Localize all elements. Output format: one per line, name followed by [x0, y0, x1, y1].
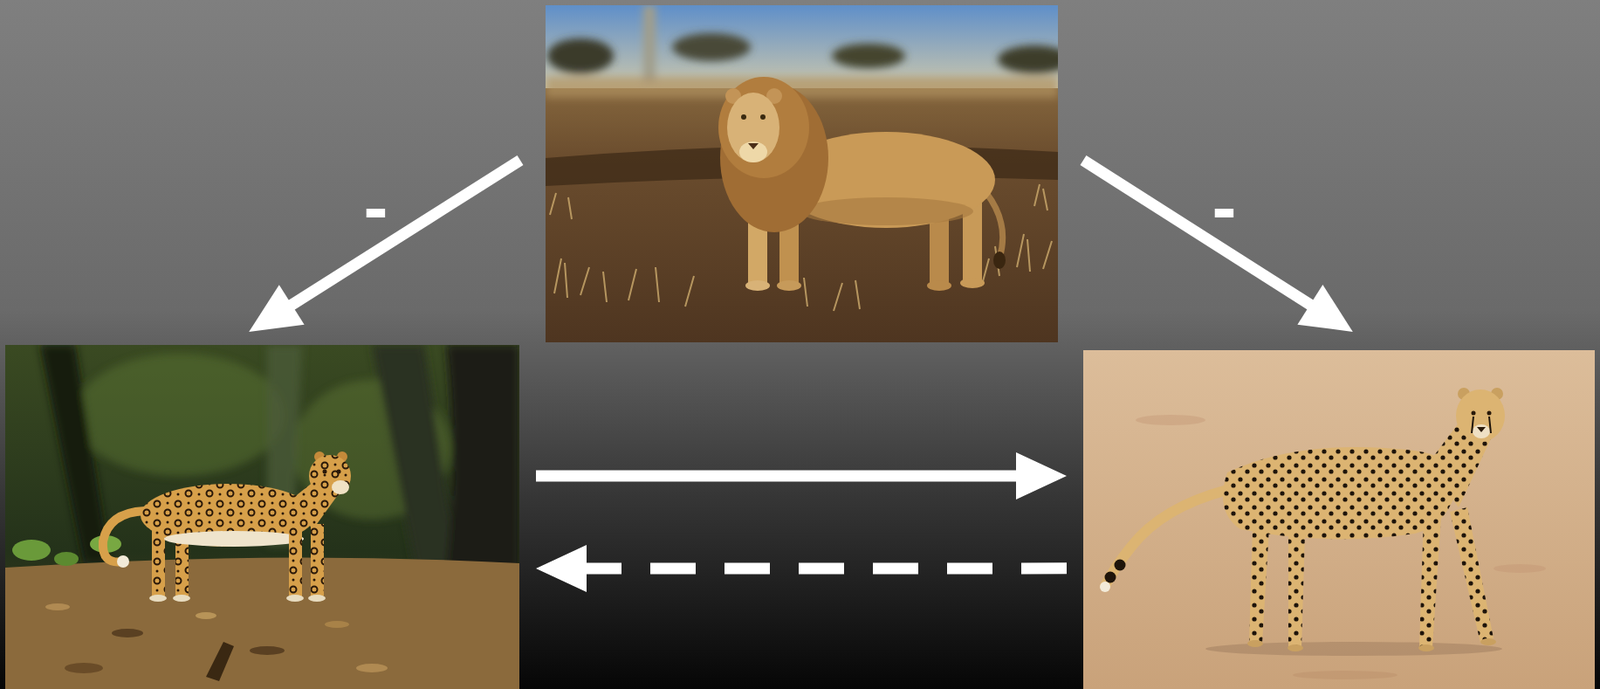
- illustration-part: [164, 530, 304, 547]
- lion-photo: [545, 5, 1058, 343]
- illustration-part: [1419, 515, 1442, 647]
- illustration-part: [760, 114, 766, 120]
- illustration-part: [748, 143, 759, 150]
- illustration-part: [54, 551, 79, 566]
- illustration-part: [739, 141, 768, 163]
- illustration-part: [672, 33, 751, 62]
- illustration-part: [324, 620, 350, 628]
- illustration-part: [727, 92, 780, 163]
- photo-frame: [5, 344, 520, 689]
- illustration-part: [64, 662, 104, 673]
- arrow-connector: [248, 160, 521, 332]
- illustration-part: [1471, 416, 1491, 433]
- arrow-line: [288, 160, 521, 308]
- illustration-part: [288, 523, 303, 598]
- illustration-part: [1493, 563, 1546, 573]
- illustration-part: [745, 280, 770, 291]
- illustration-part: [195, 611, 217, 619]
- illustration-part: [643, 5, 656, 83]
- illustration-part: [45, 603, 70, 611]
- cheetah-photo: [1083, 350, 1595, 689]
- illustration-part: [981, 233, 1052, 285]
- illustration-part: [336, 469, 342, 474]
- illustration-part: [1222, 446, 1459, 540]
- illustration-part: [1247, 639, 1264, 647]
- photo-frame: [1083, 350, 1595, 689]
- illustration-part: [986, 192, 1003, 259]
- arrow-head: [535, 544, 587, 592]
- illustration-part: [545, 5, 1058, 343]
- illustration-part: [322, 469, 328, 474]
- arrow-line: [535, 469, 1020, 481]
- illustration-part: [308, 594, 326, 602]
- illustration-part: [547, 38, 614, 74]
- arrow-head: [1016, 452, 1067, 500]
- illustration-part: [1099, 581, 1111, 592]
- illustration-part: [1449, 507, 1494, 643]
- illustration-part: [798, 197, 974, 226]
- illustration-part: [249, 645, 285, 655]
- illustration-part: [12, 539, 51, 561]
- illustration-part: [1471, 411, 1477, 416]
- illustration-part: [309, 454, 351, 497]
- leaf-litter: [45, 603, 388, 681]
- illustration-part: [40, 344, 110, 564]
- illustration-part: [1105, 571, 1117, 584]
- arrow-head: [1297, 284, 1353, 332]
- illustration-part: [310, 523, 324, 598]
- illustration-part: [776, 280, 802, 291]
- illustration-part: [371, 344, 460, 572]
- illustration-part: [116, 555, 130, 568]
- illustration-part: [831, 43, 906, 69]
- illustration-part: [356, 663, 388, 673]
- illustration-part: [286, 594, 304, 602]
- illustration-part: [545, 5, 1058, 98]
- arrow-head: [248, 284, 304, 332]
- illustration-part: [103, 510, 145, 563]
- illustration-part: [718, 76, 810, 179]
- sign-label: -: [363, 170, 389, 244]
- illustration-part: [927, 280, 952, 291]
- illustration-part: [5, 344, 520, 689]
- illustration-part: [741, 114, 747, 120]
- illustration-part: [111, 628, 144, 638]
- illustration-part: [554, 258, 637, 303]
- arrow-line: [583, 562, 1067, 574]
- illustration-part: [149, 594, 167, 602]
- illustration-part: [1292, 670, 1398, 680]
- illustration-part: [960, 277, 985, 289]
- illustration-part: [172, 594, 191, 602]
- illustration-part: [331, 480, 350, 495]
- illustration-part: [5, 557, 520, 689]
- illustration-part: [1114, 559, 1127, 571]
- leopard-photo: [5, 344, 520, 689]
- illustration-part: [1418, 644, 1435, 652]
- illustration-part: [1455, 389, 1505, 442]
- arrow-connector: [535, 452, 1067, 500]
- photo-frame: [545, 5, 1058, 343]
- illustration-part: [1472, 424, 1491, 439]
- illustration-part: [1287, 644, 1304, 652]
- illustration-part: [75, 353, 285, 476]
- illustration-part: [1083, 350, 1595, 689]
- sign-label: -: [1211, 170, 1237, 244]
- illustration-part: [1105, 489, 1228, 586]
- illustration-part: [1135, 414, 1206, 426]
- illustration-part: [1487, 411, 1492, 416]
- illustration-part: [206, 641, 234, 681]
- illustration-part: [997, 45, 1058, 74]
- illustration-part: [1480, 638, 1497, 646]
- arrow-line: [1083, 160, 1313, 307]
- arrow-connector: [1083, 160, 1353, 332]
- illustration-part: [545, 5, 1058, 89]
- illustration-part: [1476, 426, 1486, 433]
- arrow-connector: [535, 544, 1067, 592]
- illustration-part: [993, 251, 1006, 269]
